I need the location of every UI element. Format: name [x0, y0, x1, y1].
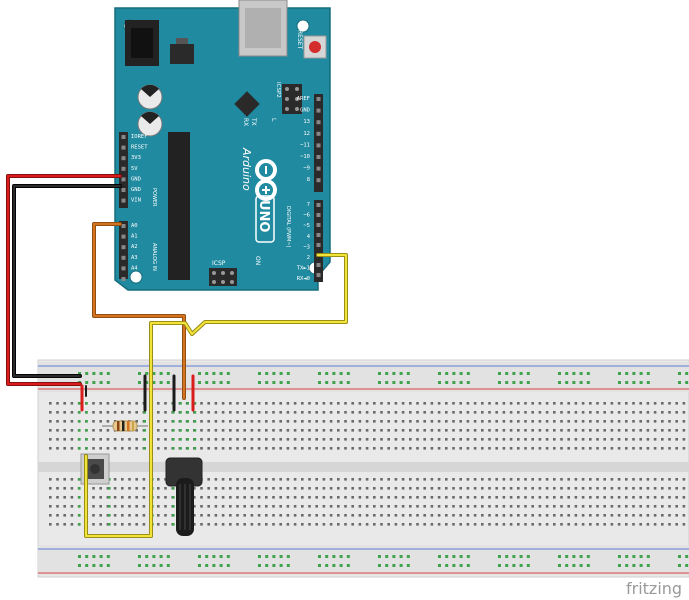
pin-label: A3	[131, 255, 138, 261]
voltage-regulator	[170, 44, 194, 64]
pin-label: 8	[307, 177, 310, 183]
digital-header-top	[314, 94, 323, 192]
potentiometer	[165, 457, 203, 536]
power-pin-labels: IOREF RESET 3V3 5V GND GND VIN	[131, 134, 148, 204]
wire-a0-orange	[92, 222, 186, 400]
pin-label: A4	[131, 265, 138, 271]
pin-label: GND	[131, 187, 141, 193]
power-header-label: POWER	[151, 188, 157, 207]
analog-header-label: ANALOG IN	[151, 243, 157, 271]
pin-label: ~11	[300, 142, 310, 148]
digital-header-bottom	[314, 200, 323, 282]
pin-label: ~6	[303, 213, 310, 219]
push-button	[80, 453, 110, 485]
pin-label: 7	[307, 202, 310, 208]
digital-pin-labels: AREF GND 13 12 ~11 ~10 ~9 8 7 ~6 ~5 4 ~3 2TX►1RX◄0	[297, 96, 311, 282]
pin-label: A1	[131, 234, 138, 240]
pin-label: A2	[131, 244, 138, 250]
icsp2-header: ICSP2	[275, 82, 302, 114]
pin-label: 12	[303, 131, 310, 137]
pin-label: 13	[303, 119, 310, 125]
pin-label: GND	[300, 108, 310, 114]
pin-label: ~5	[303, 223, 310, 229]
svg-text:ICSP2: ICSP2	[275, 82, 281, 98]
pin-label: 2	[307, 255, 310, 261]
arduino-logo	[255, 159, 277, 201]
wire-5v-red	[6, 174, 122, 386]
brand-label: Arduino	[240, 147, 253, 191]
wire-d2-yellow	[84, 253, 348, 538]
rx-label: RX	[242, 118, 249, 126]
pin-label: A5	[131, 276, 138, 282]
pin-label: ~10	[300, 154, 310, 160]
l-label: L	[270, 118, 277, 122]
reset-label: RESET	[296, 30, 303, 50]
breadboard	[37, 359, 689, 578]
icsp-header: ICSP	[209, 260, 237, 286]
pin-label: ~9	[303, 166, 310, 172]
pin-label: GND	[131, 176, 141, 182]
pin-label: IOREF	[131, 134, 148, 140]
wires	[6, 174, 348, 538]
pin-label: 3V3	[131, 155, 141, 161]
pin-label: VIN	[131, 198, 141, 204]
pin-label: 4	[307, 234, 311, 240]
pin-label: RX◄0	[297, 276, 310, 282]
fritzing-watermark: fritzing	[626, 579, 682, 598]
tx-label: TX	[250, 117, 257, 126]
on-label: ON	[254, 256, 261, 265]
atmega-chip	[168, 132, 190, 280]
pin-label: RESET	[131, 145, 148, 151]
model-label: UNO	[256, 200, 271, 233]
analog-header	[119, 221, 128, 279]
pin-label: A0	[131, 223, 138, 229]
pin-label: 5V	[131, 166, 138, 172]
breadboard-holes	[49, 372, 689, 567]
pin-label: ~3	[303, 244, 310, 250]
wire-gnd-black	[12, 184, 122, 378]
arduino-uno-board: RESET ICSP2 RX TX L Arduino	[114, 0, 331, 291]
pin-label: TX►1	[297, 266, 310, 272]
digital-header-label: DIGITAL (PWM~)	[285, 206, 291, 248]
svg-text:ICSP: ICSP	[212, 260, 226, 267]
pin-label: AREF	[297, 96, 310, 102]
resistor	[102, 420, 148, 432]
